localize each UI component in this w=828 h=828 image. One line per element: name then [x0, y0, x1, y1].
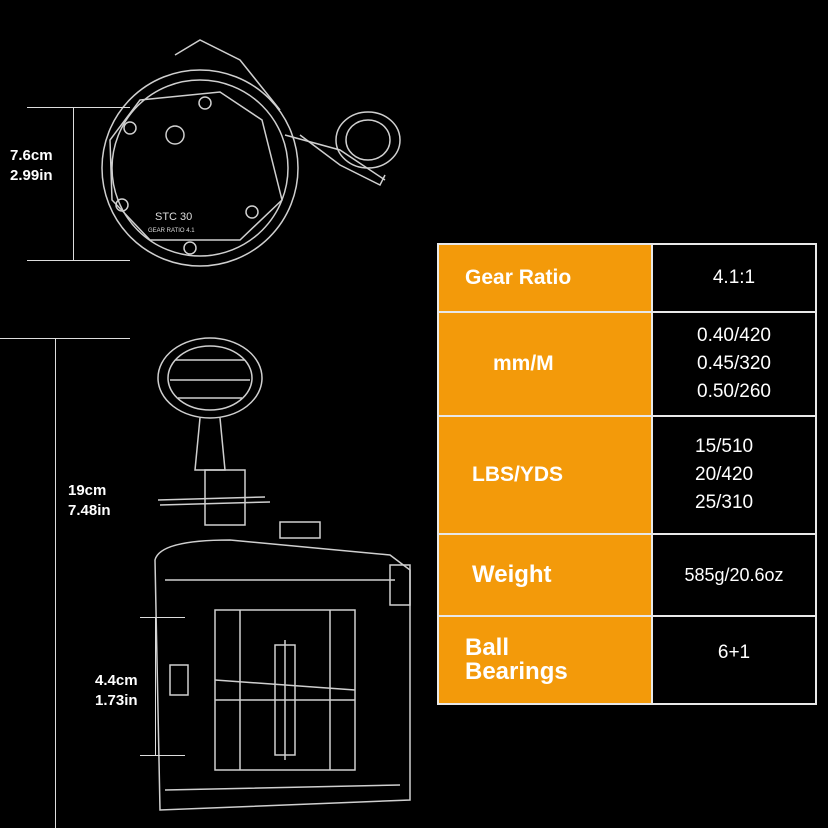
mm-m-label: mm/M	[493, 352, 554, 375]
spec-row-weight: Weight 585g/20.6oz	[437, 533, 817, 617]
dimension-line-spool-top	[140, 617, 185, 618]
reel-model-text: STC 30	[155, 211, 192, 223]
width-in: 2.99in	[10, 167, 53, 184]
dimension-line-height	[55, 338, 56, 828]
dimension-line-width	[73, 107, 74, 261]
weight-value: 585g/20.6oz	[684, 565, 784, 585]
spec-value: 15/510 20/420 25/310	[651, 415, 817, 535]
height-in: 7.48in	[68, 502, 111, 519]
spec-label: Gear Ratio	[437, 243, 653, 313]
spec-value: 6+1	[651, 615, 817, 705]
dimension-line-height-top	[0, 338, 130, 339]
spool-dimension-label: 4.4cm 1.73in	[95, 671, 138, 711]
weight-label: Weight	[472, 561, 552, 588]
spec-row-lbs-yds: LBS/YDS 15/510 20/420 25/310	[437, 415, 817, 535]
spec-table: Gear Ratio 4.1:1 mm/M 0.40/420 0.45/320 …	[437, 243, 817, 705]
width-cm: 7.6cm	[10, 147, 53, 164]
reel-side-view: STC 30 GEAR RATIO 4.1	[101, 39, 401, 267]
width-dimension-label: 7.6cm 2.99in	[10, 146, 53, 186]
lbs-yds-value: 15/510	[695, 436, 754, 457]
gear-ratio-label: Gear Ratio	[465, 266, 572, 289]
spec-label: mm/M	[437, 311, 653, 417]
dimension-line-spool	[155, 617, 156, 756]
spec-value: 0.40/420 0.45/320 0.50/260	[651, 311, 817, 417]
mm-m-value: 0.40/420	[697, 325, 771, 346]
mm-m-value: 0.45/320	[697, 353, 771, 374]
spec-value: 4.1:1	[651, 243, 817, 313]
height-dimension-label: 19cm 7.48in	[68, 481, 111, 521]
ball-bearings-label: Ball Bearings	[465, 634, 568, 685]
dimension-line-top	[27, 107, 130, 108]
spec-label: LBS/YDS	[437, 415, 653, 535]
mm-m-value: 0.50/260	[697, 381, 771, 402]
ball-bearings-value: 6+1	[717, 642, 751, 663]
lbs-yds-value: 20/420	[695, 464, 754, 485]
dimension-line-spool-bottom	[140, 755, 185, 756]
gear-ratio-value: 4.1:1	[712, 267, 756, 288]
spool-in: 1.73in	[95, 692, 138, 709]
spec-row-mm-m: mm/M 0.40/420 0.45/320 0.50/260	[437, 311, 817, 417]
spec-row-ball-bearings: Ball Bearings 6+1	[437, 615, 817, 705]
spec-value: 585g/20.6oz	[651, 533, 817, 617]
lbs-yds-label: LBS/YDS	[472, 463, 564, 486]
spec-row-gear-ratio: Gear Ratio 4.1:1	[437, 243, 817, 313]
spec-label: Ball Bearings	[437, 615, 653, 705]
lbs-yds-value: 25/310	[695, 492, 754, 513]
reel-front-view	[154, 337, 411, 811]
reel-subtext: GEAR RATIO 4.1	[148, 228, 195, 234]
spec-label: Weight	[437, 533, 653, 617]
height-cm: 19cm	[68, 482, 107, 499]
spool-cm: 4.4cm	[95, 672, 138, 689]
dimension-line-bottom	[27, 260, 130, 261]
